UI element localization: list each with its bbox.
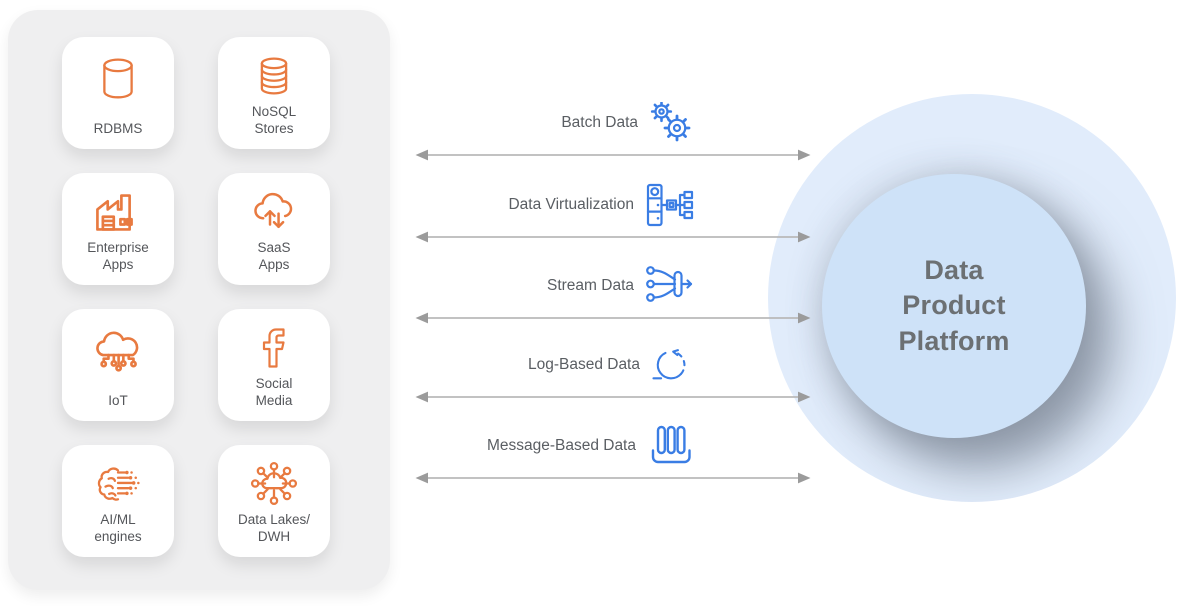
flow-label: Batch Data	[561, 114, 638, 131]
source-card-label: Enterprise Apps	[87, 239, 149, 273]
server-network-icon	[645, 183, 695, 227]
flow-label: Data Virtualization	[508, 196, 634, 213]
cycle-arrow-icon	[651, 345, 695, 385]
message-queue-icon	[647, 425, 695, 467]
nosql-stores-icon	[259, 50, 289, 103]
bidirectional-arrow	[413, 229, 813, 245]
facebook-icon	[260, 322, 288, 375]
source-card-label: Data Lakes/ DWH	[237, 511, 311, 545]
brain-circuit-icon	[94, 458, 142, 511]
source-cards-grid: RDBMS NoSQL Stores	[62, 37, 330, 557]
source-card-ai-ml-engines: AI/ML engines	[62, 445, 174, 557]
platform-inner-circle: Data Product Platform	[822, 174, 1086, 438]
gears-icon	[649, 102, 695, 144]
source-card-label: IoT	[108, 393, 128, 409]
source-card-nosql-stores: NoSQL Stores	[218, 37, 330, 149]
bidirectional-arrow	[413, 470, 813, 486]
flow-label: Log-Based Data	[527, 356, 640, 373]
iot-cloud-icon	[93, 322, 143, 380]
source-card-rdbms: RDBMS	[62, 37, 174, 149]
cloud-sync-icon	[251, 186, 297, 239]
flow-row-data-virtualization: Data Virtualization	[413, 181, 813, 245]
source-card-social-media: Social Media	[218, 309, 330, 421]
source-card-label: Social Media	[255, 375, 293, 409]
bidirectional-arrow	[413, 147, 813, 163]
flow-label: Message-Based Data	[486, 437, 636, 454]
bidirectional-arrow	[413, 310, 813, 326]
source-card-label: NoSQL Stores	[251, 103, 297, 137]
source-card-iot: IoT	[62, 309, 174, 421]
flow-row-batch-data: Batch Data	[413, 99, 813, 163]
platform-title: Data Product Platform	[898, 254, 1010, 356]
flow-row-message-based-data: Message-Based Data	[413, 422, 813, 486]
bidirectional-arrow	[413, 389, 813, 405]
source-card-label: SaaS Apps	[257, 239, 291, 273]
source-card-label: AI/ML engines	[94, 511, 142, 545]
flow-row-log-based-data: Log-Based Data	[413, 341, 813, 405]
source-card-data-lakes-dwh: Data Lakes/ DWH	[218, 445, 330, 557]
database-icon	[101, 50, 135, 108]
platform-outer-circle: Data Product Platform	[768, 94, 1176, 502]
data-sources-panel: RDBMS NoSQL Stores	[8, 10, 390, 590]
flow-label: Stream Data	[546, 277, 634, 294]
source-card-label: RDBMS	[93, 121, 143, 137]
factory-icon	[95, 186, 141, 239]
flow-row-stream-data: Stream Data	[413, 262, 813, 326]
stream-merge-icon	[645, 264, 695, 308]
source-card-enterprise-apps: Enterprise Apps	[62, 173, 174, 285]
source-card-saas-apps: SaaS Apps	[218, 173, 330, 285]
network-hub-icon	[250, 458, 298, 511]
